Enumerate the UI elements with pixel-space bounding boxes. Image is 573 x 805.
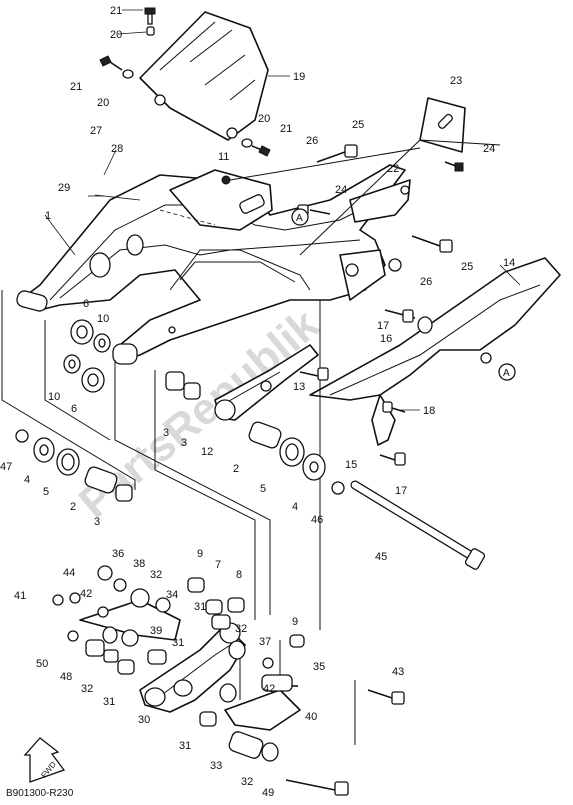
callout-9: 9	[197, 548, 203, 560]
callout-6: 6	[71, 403, 77, 415]
reference-marker-a: A	[498, 363, 516, 381]
callout-23: 23	[450, 75, 462, 87]
callout-25: 25	[461, 261, 473, 273]
callout-2: 2	[70, 501, 76, 513]
svg-text:A: A	[503, 368, 510, 379]
callout-3: 3	[163, 427, 169, 439]
callout-18: 18	[423, 405, 435, 417]
callout-32: 32	[150, 569, 162, 581]
alignment-lines	[1, 139, 501, 745]
callout-27: 27	[90, 125, 102, 137]
callout-5: 5	[43, 486, 49, 498]
callout-3: 3	[94, 516, 100, 528]
callout-28: 28	[111, 143, 123, 155]
callout-14: 14	[503, 257, 515, 269]
callout-5: 5	[260, 483, 266, 495]
callout-32: 32	[81, 683, 93, 695]
callout-9: 9	[292, 616, 298, 628]
callout-11: 11	[218, 151, 229, 163]
callout-3: 3	[181, 437, 187, 449]
cover-plate-23	[419, 97, 466, 172]
callout-4: 4	[292, 501, 298, 513]
callout-19: 19	[293, 71, 305, 83]
callout-31: 31	[194, 601, 206, 613]
callout-17: 17	[395, 485, 407, 497]
callout-34: 34	[166, 589, 178, 601]
callout-38: 38	[133, 558, 145, 570]
callout-48: 48	[60, 671, 72, 683]
callout-21: 21	[280, 123, 292, 135]
callout-39: 39	[150, 625, 162, 637]
callout-13: 13	[293, 381, 305, 393]
callout-20: 20	[97, 97, 109, 109]
callout-2: 2	[233, 463, 239, 475]
callout-29: 29	[58, 182, 70, 194]
callout-35: 35	[313, 661, 325, 673]
rear-fender-19	[139, 11, 269, 141]
forward-arrow-icon: FWD	[23, 737, 66, 783]
callout-20: 20	[258, 113, 270, 125]
callout-26: 26	[306, 135, 318, 147]
callout-42: 42	[263, 683, 275, 695]
callout-21: 21	[70, 81, 82, 93]
callout-15: 15	[345, 459, 357, 471]
callout-10: 10	[97, 313, 109, 325]
callout-31: 31	[172, 637, 184, 649]
callout-42: 42	[80, 588, 92, 600]
callout-43: 43	[392, 666, 404, 678]
callout-24: 24	[335, 184, 347, 196]
callout-16: 16	[380, 333, 392, 345]
callout-20: 20	[110, 29, 122, 41]
reference-marker-a: A	[291, 208, 309, 226]
callout-33: 33	[210, 760, 222, 772]
fender-fasteners	[99, 7, 271, 157]
callout-37: 37	[259, 636, 271, 648]
svg-text:A: A	[296, 213, 303, 224]
callout-12: 12	[201, 446, 213, 458]
callout-8: 8	[236, 569, 242, 581]
callout-10: 10	[48, 391, 60, 403]
callout-47: 47	[0, 461, 12, 473]
callout-44: 44	[63, 567, 75, 579]
callout-25: 25	[352, 119, 364, 131]
callout-24: 24	[483, 143, 495, 155]
callout-36: 36	[112, 548, 124, 560]
callout-30: 30	[138, 714, 150, 726]
linkage-assembly	[52, 565, 305, 762]
callout-1: 1	[45, 210, 51, 222]
callout-labels: 21 20 21 20 19 20 21 23 27 28 26 25 24 1…	[0, 5, 515, 799]
callout-45: 45	[375, 551, 387, 563]
callout-31: 31	[103, 696, 115, 708]
diagram-code: B901300-R230	[6, 788, 74, 799]
callout-40: 40	[305, 711, 317, 723]
callout-4: 4	[24, 474, 30, 486]
upper-bracket	[169, 169, 273, 231]
callout-41: 41	[14, 590, 26, 602]
chain-case-14	[309, 257, 561, 446]
callout-49: 49	[262, 787, 274, 799]
bushings-and-washers	[15, 319, 345, 502]
callout-26: 26	[420, 276, 432, 288]
leader-lines	[44, 9, 521, 411]
callout-32: 32	[241, 776, 253, 788]
callout-7: 7	[215, 559, 221, 571]
callout-21: 21	[110, 5, 122, 17]
callout-46: 46	[311, 514, 323, 526]
callout-6: 6	[83, 298, 89, 310]
callout-22: 22	[387, 163, 399, 175]
bolts	[282, 144, 486, 796]
bracket-22	[349, 179, 411, 223]
callout-32: 32	[235, 623, 247, 635]
callout-17: 17	[377, 320, 389, 332]
callout-50: 50	[36, 658, 48, 670]
swing-arm-1	[16, 164, 406, 365]
callout-31: 31	[179, 740, 191, 752]
